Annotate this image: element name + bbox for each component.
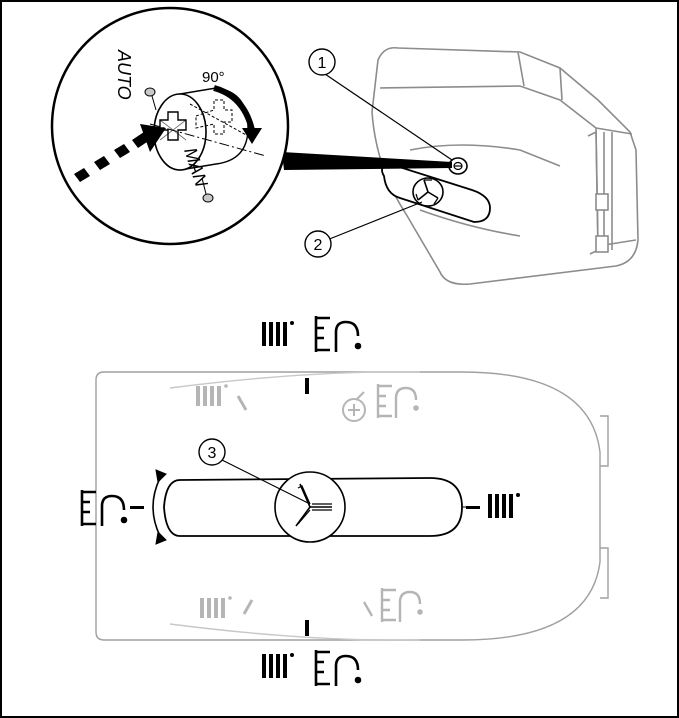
callout-3: 3: [198, 438, 311, 505]
rotation-arrow: [152, 469, 167, 545]
position-ticks: [130, 378, 480, 636]
position-top-symbols: [262, 316, 362, 352]
heating-symbol-bottom: [262, 653, 294, 678]
hot-water-symbol-bottom: [314, 650, 362, 686]
faded-heating-symbol-lower-left: [200, 596, 254, 618]
mode-auto-label: AUTO: [114, 49, 134, 100]
zoom-lens: [50, 6, 290, 246]
faded-manual-vent-symbol: [342, 391, 366, 422]
zoom-connector: [282, 152, 452, 170]
position-right-symbol: [488, 493, 520, 518]
callout-3-number: 3: [208, 445, 217, 462]
position-bottom-symbols: [262, 650, 362, 686]
callout-1: 1: [308, 48, 453, 161]
callout-2-number: 2: [314, 237, 323, 254]
faded-heating-symbol-upper-left: [196, 384, 248, 411]
diverter-valve-body: [371, 46, 639, 286]
callout-1-number: 1: [318, 55, 327, 72]
faded-hot-water-symbol-upper: [376, 384, 419, 418]
faded-hot-water-symbol-lower: [362, 588, 423, 622]
heating-symbol-top: [262, 321, 294, 346]
hot-water-symbol-top: [314, 316, 362, 352]
valve-face-outline: [95, 371, 609, 641]
position-lever: [163, 471, 463, 543]
position-left-symbol: [80, 490, 128, 526]
callout-2: 2: [304, 201, 423, 258]
rotation-angle-label: 90°: [202, 69, 225, 86]
